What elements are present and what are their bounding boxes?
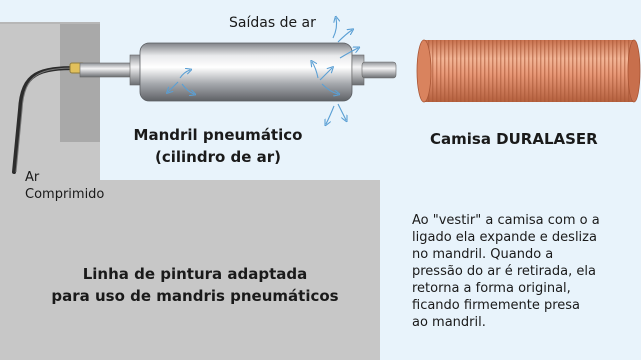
paint-line-caption: Linha de pintura adaptada para uso de ma… [30, 263, 360, 307]
description-text: Ao "vestir" a camisa com o a ligado ela … [412, 212, 641, 331]
compressed-air-label: Ar Comprimido [25, 169, 104, 203]
description-line: ligado ela expande e desliza [412, 230, 597, 245]
paint-line-caption-line1: Linha de pintura adaptada [82, 265, 308, 283]
paint-line-caption-line2: para uso de mandris pneumáticos [51, 287, 339, 305]
air-outlet-arrows [168, 18, 358, 124]
description-line: Ao "vestir" a camisa com o a [412, 213, 600, 228]
mandrel-caption: Mandril pneumático (cilindro de ar) [120, 124, 316, 168]
duralaser-sleeve [416, 39, 641, 103]
description-line: ao mandril. [412, 315, 486, 330]
compressed-air-line1: Ar [25, 170, 40, 185]
compressed-air-line2: Comprimido [25, 187, 105, 202]
air-outlets-label: Saídas de ar [229, 15, 316, 31]
mandrel-caption-line1: Mandril pneumático [133, 126, 303, 144]
description-line: retorna a forma original, [412, 281, 571, 296]
air-hose [12, 62, 85, 174]
sleeve-caption: Camisa DURALASER [430, 130, 598, 148]
mandrel-caption-line2: (cilindro de ar) [154, 148, 282, 166]
paint-line-machine [0, 22, 380, 360]
description-line: pressão do ar é retirada, ela [412, 264, 596, 279]
description-line: no mandril. Quando a [412, 247, 554, 262]
pneumatic-mandrel [79, 42, 397, 102]
description-line: ficando firmemente presa [412, 298, 581, 313]
